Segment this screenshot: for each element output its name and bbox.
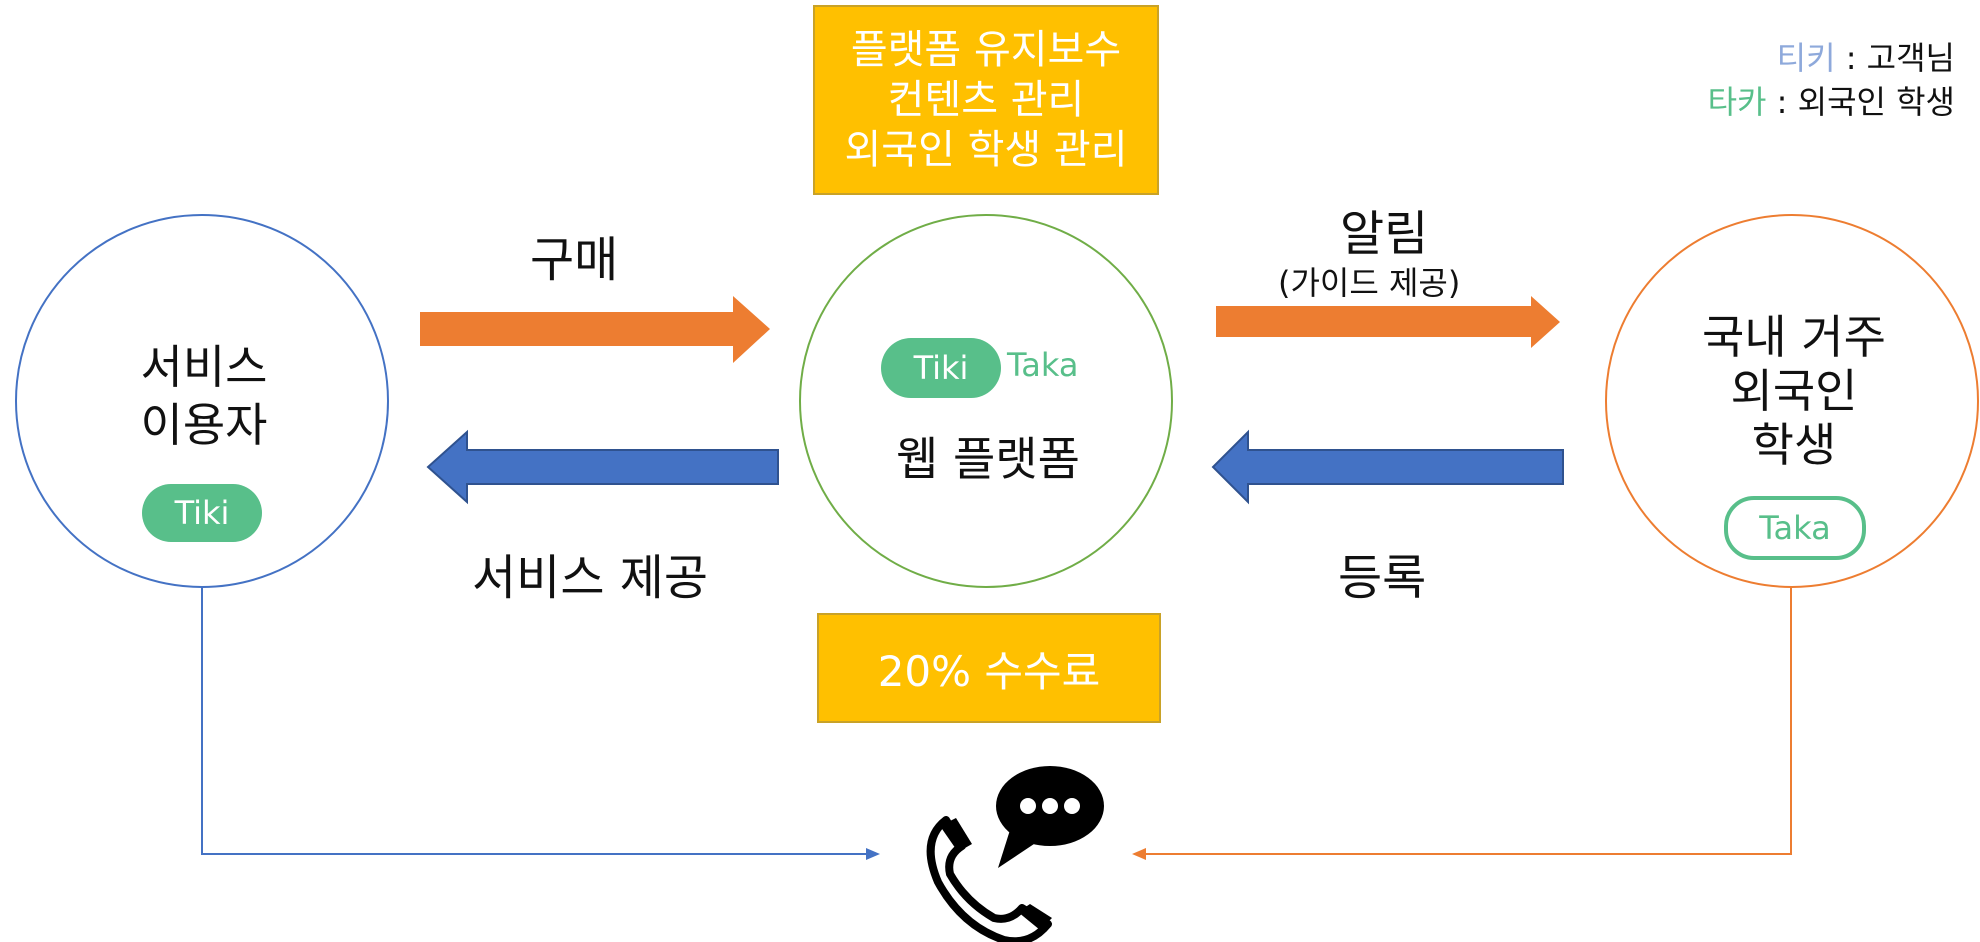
legend-key-tiki: 티키 <box>1776 39 1836 77</box>
platform-tiki-tag: Tiki <box>881 338 1001 398</box>
user-contact-connector <box>201 586 866 855</box>
service-user-label-line-1: 서비스 <box>140 340 268 394</box>
platform-duties-box: 플랫폼 유지보수 컨텐츠 관리 외국인 학생 관리 <box>813 5 1159 195</box>
register-arrow <box>1211 429 1564 505</box>
web-platform-label: 웹 플랫폼 <box>896 432 1080 486</box>
legend: 티키 : 고객님 타카 : 외국인 학생 <box>1708 36 1955 124</box>
service-user-label: 서비스 이용자 <box>17 338 391 454</box>
legend-sep-taka: : <box>1766 83 1798 121</box>
student-contact-connector <box>1146 586 1792 855</box>
notify-label: 알림 <box>1340 206 1429 262</box>
web-platform-node: Tiki Taka 웹 플랫폼 <box>799 214 1173 588</box>
legend-item-tiki: 티키 : 고객님 <box>1708 36 1955 80</box>
foreign-student-node: 국내 거주 외국인 학생 Taka <box>1605 214 1979 588</box>
foreign-student-label-line-3: 학생 <box>1751 418 1837 472</box>
purchase-arrow <box>420 296 770 363</box>
commission-box: 20% 수수료 <box>817 613 1161 723</box>
purchase-label: 구매 <box>530 232 619 288</box>
tiki-tag: Tiki <box>142 484 262 542</box>
legend-item-taka: 타카 : 외국인 학생 <box>1708 80 1955 124</box>
platform-duty-1: 플랫폼 유지보수 <box>850 27 1122 73</box>
service-user-node: 서비스 이용자 Tiki <box>15 214 389 588</box>
notify-arrow <box>1216 296 1560 348</box>
platform-duty-2: 컨텐츠 관리 <box>887 77 1085 123</box>
legend-value-taka: 외국인 학생 <box>1797 83 1955 121</box>
legend-sep-tiki: : <box>1835 39 1867 77</box>
platform-taka-tag: Taka <box>1007 346 1079 384</box>
commission-label: 20% 수수료 <box>877 646 1101 696</box>
platform-duty-3: 외국인 학생 관리 <box>844 127 1128 173</box>
user-contact-arrowhead <box>866 848 880 860</box>
service-provision-label: 서비스 제공 <box>472 550 709 606</box>
foreign-student-label: 국내 거주 외국인 학생 <box>1607 310 1980 472</box>
notify-sub-label: (가이드 제공) <box>1278 264 1461 302</box>
taka-tag: Taka <box>1724 496 1866 560</box>
service-user-label-line-2: 이용자 <box>140 398 268 452</box>
legend-key-taka: 타카 <box>1707 83 1767 121</box>
student-contact-arrowhead <box>1132 848 1146 860</box>
foreign-student-label-line-2: 외국인 <box>1730 364 1858 418</box>
foreign-student-label-line-1: 국내 거주 <box>1702 310 1886 364</box>
register-label: 등록 <box>1338 550 1427 606</box>
phone-chat-icon <box>926 766 1104 942</box>
service-arrow <box>426 429 779 505</box>
legend-value-tiki: 고객님 <box>1866 39 1955 77</box>
